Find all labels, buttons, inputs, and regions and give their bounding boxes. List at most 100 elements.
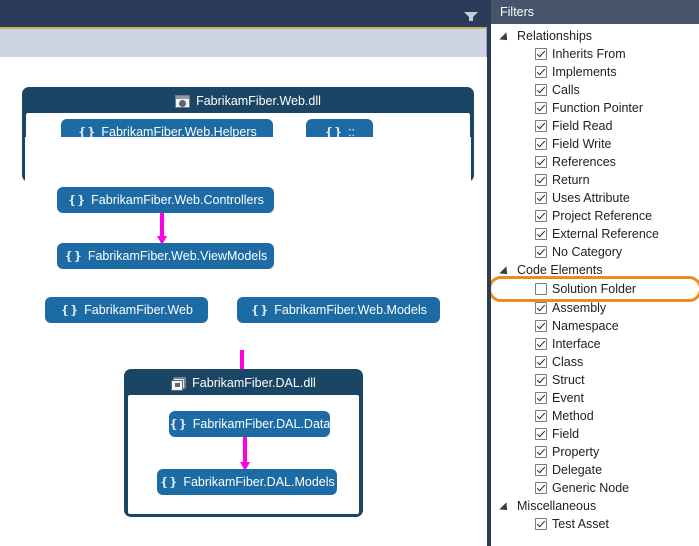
node-label: FabrikamFiber.Web.Helpers: [101, 124, 257, 139]
expander-triangle-icon[interactable]: [501, 501, 512, 512]
diagram-toolbar: [0, 0, 487, 27]
checkbox-checked-icon[interactable]: [535, 428, 547, 440]
filter-item-inherits-from[interactable]: Inherits From: [491, 45, 699, 63]
group-title: FabrikamFiber.Web.dll: [196, 94, 321, 108]
filter-item-calls[interactable]: Calls: [491, 81, 699, 99]
filter-item-label: Event: [552, 391, 584, 405]
filter-item-struct[interactable]: Struct: [491, 371, 699, 389]
filter-item-label: Namespace: [552, 319, 619, 333]
filter-item-field-read[interactable]: Field Read: [491, 117, 699, 135]
checkbox-checked-icon[interactable]: [535, 210, 547, 222]
node-fabrikamfiber-dal-data[interactable]: ❴❵ FabrikamFiber.DAL.Data: [169, 411, 330, 437]
checkbox-checked-icon[interactable]: [535, 246, 547, 258]
namespace-icon: ❴❵: [250, 303, 269, 317]
checkbox-checked-icon[interactable]: [535, 320, 547, 332]
filter-item-solution-folder[interactable]: Solution Folder: [491, 276, 699, 302]
checkbox-checked-icon[interactable]: [535, 392, 547, 404]
filter-item-no-category[interactable]: No Category: [491, 243, 699, 261]
secondary-toolstrip: [0, 29, 487, 57]
node-fabrikamfiber-web-controllers[interactable]: ❴❵ FabrikamFiber.Web.Controllers: [57, 187, 274, 213]
checkbox-checked-icon[interactable]: [535, 410, 547, 422]
filter-funnel-glyph: [464, 12, 478, 21]
checkbox-checked-icon[interactable]: [535, 48, 547, 60]
filter-item-test-asset[interactable]: Test Asset: [491, 515, 699, 533]
filter-group-miscellaneous[interactable]: Miscellaneous: [491, 497, 699, 515]
filter-item-generic-node[interactable]: Generic Node: [491, 479, 699, 497]
expander-triangle-icon[interactable]: [501, 265, 512, 276]
filter-group-relationships[interactable]: Relationships: [491, 27, 699, 45]
node-fabrikamfiber-web-viewmodels[interactable]: ❴❵ FabrikamFiber.Web.ViewModels: [57, 243, 274, 269]
assembly-stack-icon: [171, 376, 187, 391]
node-label: FabrikamFiber.DAL.Data: [192, 417, 331, 431]
node-fabrikamfiber-web[interactable]: ❴❵ FabrikamFiber.Web: [45, 297, 208, 323]
checkbox-checked-icon[interactable]: [535, 84, 547, 96]
filter-item-project-reference[interactable]: Project Reference: [491, 207, 699, 225]
filter-item-class[interactable]: Class: [491, 353, 699, 371]
assembly-window-icon: [175, 94, 191, 109]
code-map-canvas[interactable]: FabrikamFiber.Web.dll ❴❵ FabrikamFiber.W…: [0, 57, 487, 546]
filter-item-label: No Category: [552, 245, 623, 259]
group-header: FabrikamFiber.DAL.dll: [127, 372, 360, 395]
edge-controllers-to-viewmodels: [157, 213, 167, 245]
filter-item-assembly[interactable]: Assembly: [491, 299, 699, 317]
filter-item-return[interactable]: Return: [491, 171, 699, 189]
filter-item-label: Implements: [552, 65, 617, 79]
checkbox-checked-icon[interactable]: [535, 66, 547, 78]
filter-item-label: Generic Node: [552, 481, 630, 495]
filter-item-delegate[interactable]: Delegate: [491, 461, 699, 479]
checkbox-checked-icon[interactable]: [535, 302, 547, 314]
group-fabrikamfiber-dal-dll[interactable]: FabrikamFiber.DAL.dll ❴❵ FabrikamFiber.D…: [124, 369, 363, 517]
filter-item-method[interactable]: Method: [491, 407, 699, 425]
checkbox-checked-icon[interactable]: [535, 138, 547, 150]
filter-item-property[interactable]: Property: [491, 443, 699, 461]
checkbox-checked-icon[interactable]: [535, 192, 547, 204]
filter-item-label: Struct: [552, 373, 585, 387]
checkbox-checked-icon[interactable]: [535, 356, 547, 368]
checkbox-checked-icon[interactable]: [535, 518, 547, 530]
filters-panel-title: Filters: [491, 0, 699, 24]
filter-item-implements[interactable]: Implements: [491, 63, 699, 81]
filter-item-namespace[interactable]: Namespace: [491, 317, 699, 335]
filter-item-label: References: [552, 155, 616, 169]
filter-item-external-reference[interactable]: External Reference: [491, 225, 699, 243]
filter-item-label: Assembly: [552, 301, 607, 315]
filter-group-label: Relationships: [517, 29, 593, 43]
checkbox-checked-icon[interactable]: [535, 174, 547, 186]
filter-funnel-icon[interactable]: [464, 9, 478, 21]
filter-item-label: Method: [552, 409, 594, 423]
node-label: FabrikamFiber.Web: [84, 303, 193, 317]
checkbox-checked-icon[interactable]: [535, 120, 547, 132]
filter-item-event[interactable]: Event: [491, 389, 699, 407]
checkbox-checked-icon[interactable]: [535, 338, 547, 350]
filter-item-label: Solution Folder: [552, 282, 637, 296]
group-body: ❴❵ FabrikamFiber.DAL.Data ❴❵ FabrikamFib…: [128, 395, 359, 514]
panel-left-edge: [487, 0, 491, 546]
namespace-icon: ❴❵: [323, 124, 343, 139]
checkbox-unchecked-icon[interactable]: [535, 283, 547, 295]
filter-item-function-pointer[interactable]: Function Pointer: [491, 99, 699, 117]
checkbox-checked-icon[interactable]: [535, 464, 547, 476]
node-fabrikamfiber-web-models[interactable]: ❴❵ FabrikamFiber.Web.Models: [237, 297, 440, 323]
node-fabrikamfiber-dal-models[interactable]: ❴❵ FabrikamFiber.DAL.Models: [157, 469, 337, 495]
filter-item-references[interactable]: References: [491, 153, 699, 171]
checkbox-checked-icon[interactable]: [535, 102, 547, 114]
node-label: FabrikamFiber.DAL.Models: [183, 475, 335, 489]
checkbox-checked-icon[interactable]: [535, 482, 547, 494]
checkbox-checked-icon[interactable]: [535, 228, 547, 240]
filter-item-label: Return: [552, 173, 590, 187]
filter-group-code-elements[interactable]: Code Elements: [491, 261, 699, 279]
filter-item-field[interactable]: Field: [491, 425, 699, 443]
filter-item-interface[interactable]: Interface: [491, 335, 699, 353]
filter-item-uses-attribute[interactable]: Uses Attribute: [491, 189, 699, 207]
filter-item-label: Delegate: [552, 463, 603, 477]
filter-item-label: External Reference: [552, 227, 660, 241]
expander-triangle-icon[interactable]: [501, 31, 512, 42]
namespace-icon: ❴❵: [77, 124, 96, 139]
checkbox-checked-icon[interactable]: [535, 156, 547, 168]
filter-item-label: Calls: [552, 83, 580, 97]
filter-item-field-write[interactable]: Field Write: [491, 135, 699, 153]
checkbox-checked-icon[interactable]: [535, 374, 547, 386]
checkbox-checked-icon[interactable]: [535, 446, 547, 458]
